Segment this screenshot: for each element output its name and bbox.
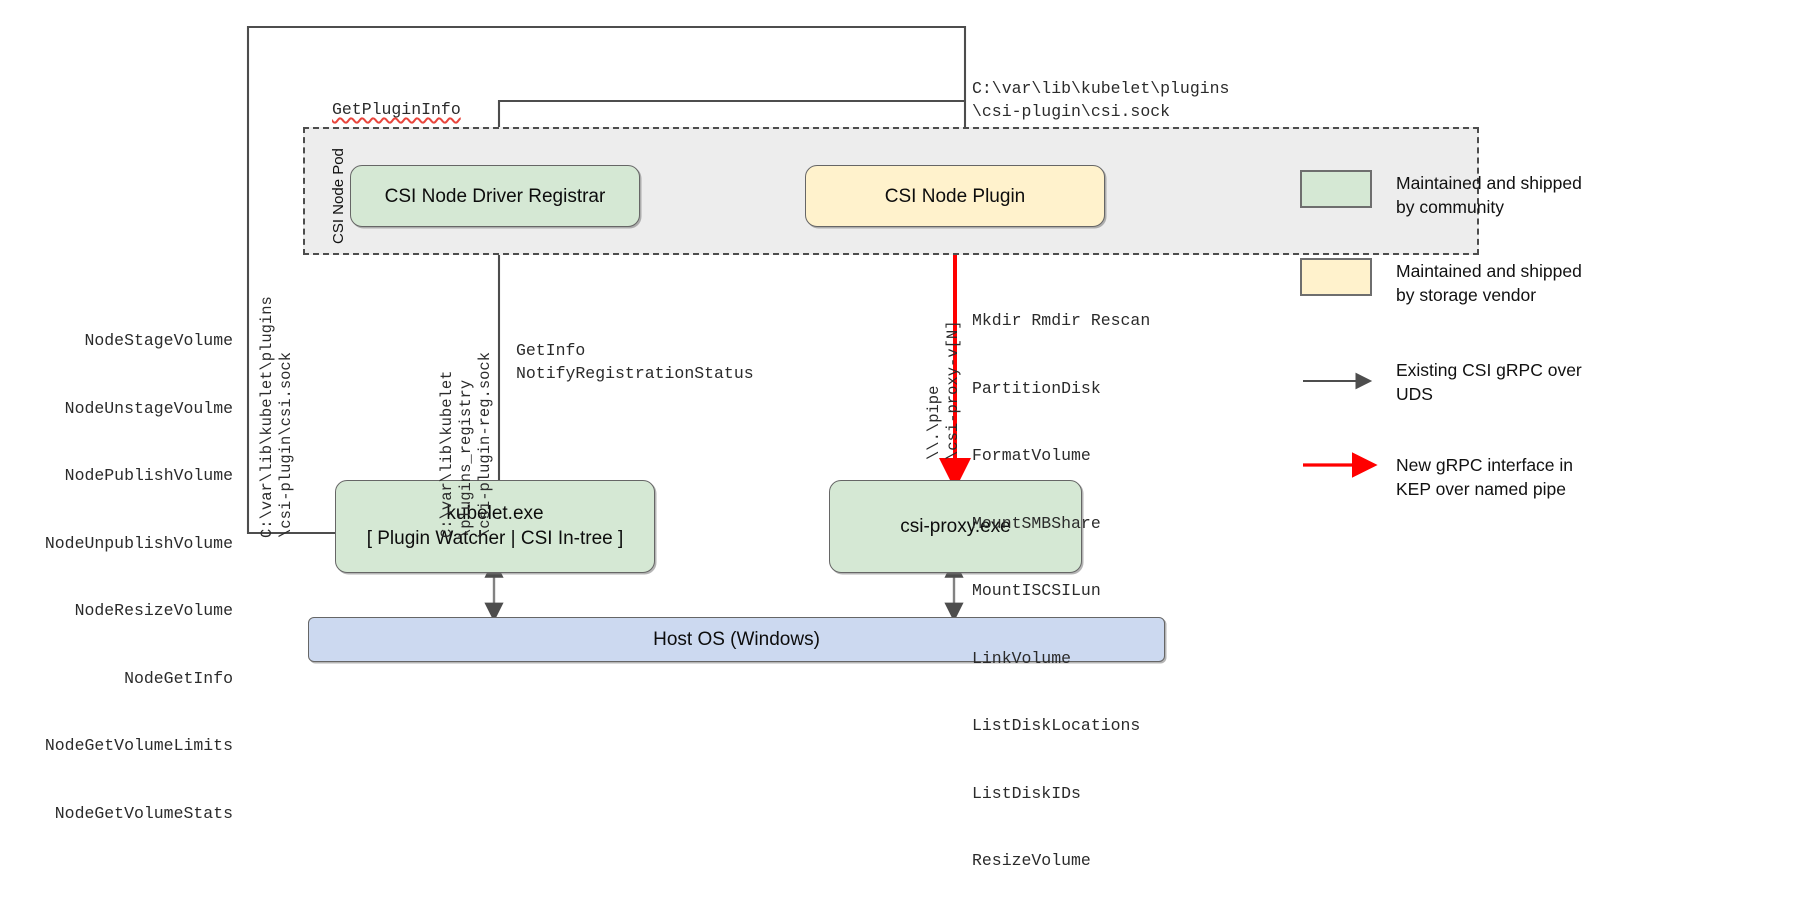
list-item: MountISCSILun [972, 581, 1101, 600]
list-item: NodeGetVolumeLimits [44, 736, 233, 755]
node-csi-proxy-exe[interactable]: csi-proxy.exe [829, 480, 1082, 573]
label-registrar-calls: GetInfo NotifyRegistrationStatus [516, 341, 754, 383]
node-csi-node-driver-registrar-label: CSI Node Driver Registrar [384, 185, 606, 207]
list-item: NodeUnpublishVolume [44, 533, 233, 553]
list-item: ListDiskLocations [972, 716, 1141, 735]
list-item: NodeUnstageVoulme [64, 398, 233, 418]
csi-proxy-architecture-diagram: CSI Node Pod CSI Node Driver Registrar C… [44, 25, 1582, 870]
legend-text-vendor: Maintained and shipped by storage vendor [1396, 261, 1582, 305]
node-kubelet-exe[interactable]: kubelet.exe [ Plugin Watcher | CSI In-tr… [335, 480, 655, 573]
label-plugin-socket-path: C:\var\lib\kubelet\plugins \csi-plugin\c… [972, 79, 1230, 121]
list-item: ResizeVolume [972, 851, 1091, 870]
label-named-pipe-vertical: \\.\pipe \csi-proxy-v[N] [925, 320, 962, 460]
label-registry-socket-vertical: C:\var\lib\kubelet \plugins_registry \cs… [438, 351, 494, 538]
edge-kubelet-to-csi-node-plugin [246, 25, 974, 535]
legend-text-existing-grpc: Existing CSI gRPC over UDS [1396, 360, 1582, 404]
label-csi-socket-vertical: C:\var\lib\kubelet\plugins \csi-plugin\c… [258, 296, 295, 538]
node-csi-node-driver-registrar[interactable]: CSI Node Driver Registrar [350, 165, 640, 227]
list-item: NodeGetInfo [124, 668, 233, 688]
list-item: NodeGetVolumeStats [54, 803, 233, 823]
node-host-os[interactable]: Host OS (Windows) [308, 617, 1165, 662]
list-item: NodePublishVolume [64, 466, 233, 485]
list-item: PartitionDisk [972, 378, 1101, 398]
legend-swatch-community [1300, 170, 1372, 208]
legend-swatch-vendor [1300, 258, 1372, 296]
list-item: FormatVolume [972, 446, 1091, 465]
csi-node-pod-label: CSI Node Pod [330, 148, 347, 244]
list-item: NodeStageVolume [84, 331, 233, 350]
list-csi-proxy-calls: Mkdir Rmdir Rescan PartitionDisk FormatV… [972, 265, 1150, 918]
label-get-plugin-info: GetPluginInfo [332, 100, 461, 119]
list-csi-node-calls: NodeStageVolume NodeUnstageVoulme NodePu… [0, 285, 233, 870]
legend-text-community: Maintained and shipped by community [1396, 173, 1582, 217]
list-item: MountSMBShare [972, 513, 1101, 533]
node-kubelet-exe-label: kubelet.exe [446, 503, 544, 524]
node-csi-node-plugin[interactable]: CSI Node Plugin [805, 165, 1105, 227]
node-host-os-label: Host OS (Windows) [653, 629, 820, 650]
node-kubelet-exe-sublabel: [ Plugin Watcher | CSI In-tree ] [366, 528, 624, 549]
list-item: ListDiskIDs [972, 783, 1081, 803]
node-csi-proxy-exe-label: csi-proxy.exe [900, 516, 1011, 537]
list-item: Mkdir Rmdir Rescan [972, 311, 1151, 330]
node-csi-node-plugin-label: CSI Node Plugin [884, 185, 1026, 207]
list-item: LinkVolume [972, 648, 1072, 668]
legend-text-new-grpc: New gRPC interface in KEP over named pip… [1396, 455, 1574, 499]
list-item: NodeResizeVolume [74, 601, 233, 620]
